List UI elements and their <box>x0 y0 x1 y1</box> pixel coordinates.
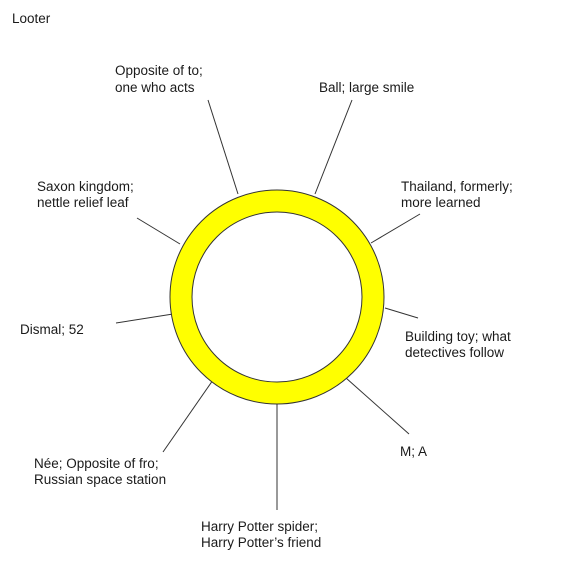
clue-2: Ball; large smile <box>319 80 414 95</box>
clue-9-line-1: Saxon kingdom; <box>37 179 134 194</box>
clue-6: Harry Potter spider; Harry Potter’s frie… <box>201 519 322 550</box>
clue-1-line-2: one who acts <box>115 80 195 95</box>
clue-5: M; A <box>400 444 427 459</box>
clue-3: Thailand, formerly; more learned <box>401 179 517 210</box>
clue-9-line-2: nettle relief leaf <box>37 195 129 210</box>
clue-3-line-1: Thailand, formerly; <box>401 179 513 194</box>
clue-2-line-1: Ball; large smile <box>319 80 414 95</box>
leader-line-clue-3 <box>370 213 421 244</box>
clue-8: Dismal; 52 <box>20 322 84 337</box>
clue-6-line-1: Harry Potter spider; <box>201 519 318 534</box>
yellow-ring <box>170 190 384 404</box>
clue-7-line-1: Née; Opposite of fro; <box>34 456 159 471</box>
leader-line-clue-2 <box>314 99 353 195</box>
clue-1: Opposite of to; one who acts <box>115 63 207 95</box>
ring-inner-edge <box>191 211 363 383</box>
clue-5-line-1: M; A <box>400 444 427 459</box>
clue-8-line-1: Dismal; 52 <box>20 322 84 337</box>
leader-line-clue-1 <box>207 99 239 195</box>
leader-line-clue-5 <box>345 377 410 435</box>
clue-3-line-2: more learned <box>401 195 481 210</box>
clue-7: Née; Opposite of fro; Russian space stat… <box>34 456 166 487</box>
clue-4: Building toy; what detectives follow <box>405 329 515 360</box>
leader-line-clue-4 <box>384 307 419 319</box>
clue-4-line-2: detectives follow <box>405 345 504 360</box>
ring-outer-edge <box>169 189 385 405</box>
leader-line-clue-9 <box>136 217 181 245</box>
clue-9: Saxon kingdom; nettle relief leaf <box>37 179 138 210</box>
clue-4-line-1: Building toy; what <box>405 329 511 344</box>
puzzle-title: Looter <box>12 11 51 26</box>
clue-1-line-1: Opposite of to; <box>115 63 203 78</box>
leader-line-clue-7 <box>162 379 214 453</box>
clue-6-line-2: Harry Potter’s friend <box>201 535 321 550</box>
clue-7-line-2: Russian space station <box>34 472 166 487</box>
leader-line-clue-8 <box>115 313 174 324</box>
